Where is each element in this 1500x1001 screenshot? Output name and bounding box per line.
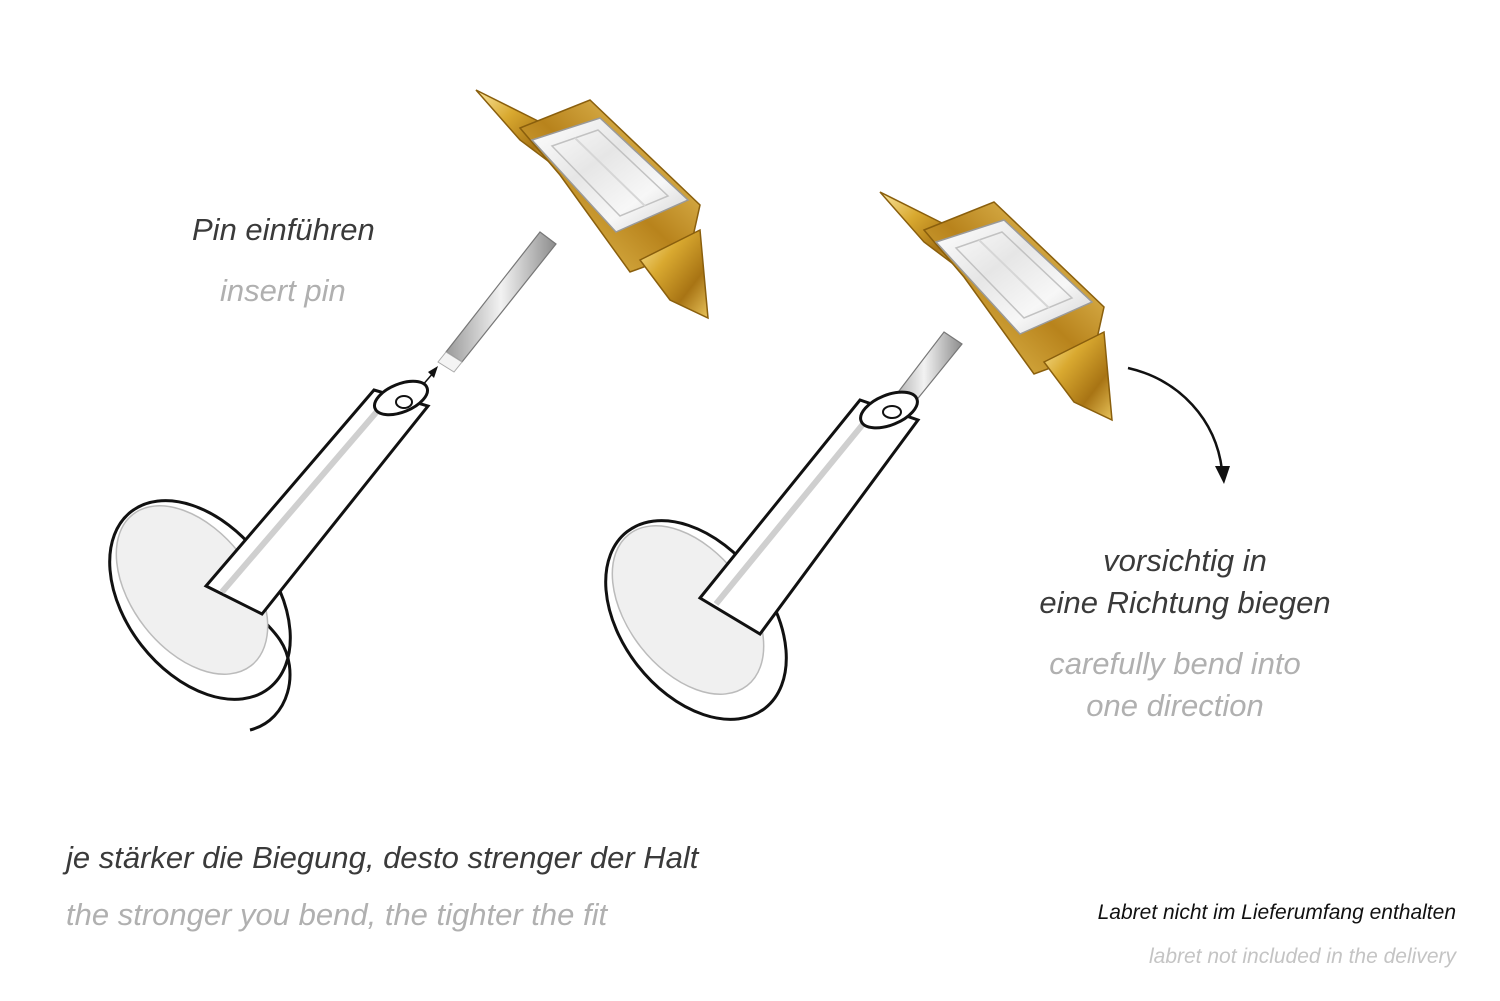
- step-bend-de-line2: eine Richtung biegen: [1039, 585, 1331, 620]
- right-assembly: [604, 191, 1230, 721]
- left-gold-top: [475, 89, 709, 320]
- left-pin: [437, 231, 557, 373]
- tip-text-de: je stärker die Biegung, desto strenger d…: [66, 840, 699, 875]
- step-insert-label-en: insert pin: [220, 273, 346, 308]
- delivery-note-en: labret not included in the delivery: [1148, 945, 1456, 968]
- step-bend-en-line2: one direction: [1086, 688, 1264, 723]
- delivery-note-de: Labret nicht im Lieferumfang enthalten: [1097, 901, 1456, 924]
- step-bend-label-de: vorsichtig in eine Richtung biegen: [1000, 540, 1370, 624]
- step-insert-label-de: Pin einführen: [192, 212, 375, 247]
- step-bend-en-line1: carefully bend into: [1049, 646, 1301, 681]
- right-gold-top: [879, 191, 1113, 422]
- bend-arrow: [1127, 366, 1230, 484]
- right-labret: [604, 390, 921, 721]
- left-assembly: [108, 89, 709, 732]
- tip-text-en: the stronger you bend, the tighter the f…: [66, 897, 608, 932]
- step-bend-label-en: carefully bend into one direction: [990, 643, 1360, 727]
- step-bend-de-line1: vorsichtig in: [1103, 543, 1267, 578]
- left-labret: [108, 379, 431, 732]
